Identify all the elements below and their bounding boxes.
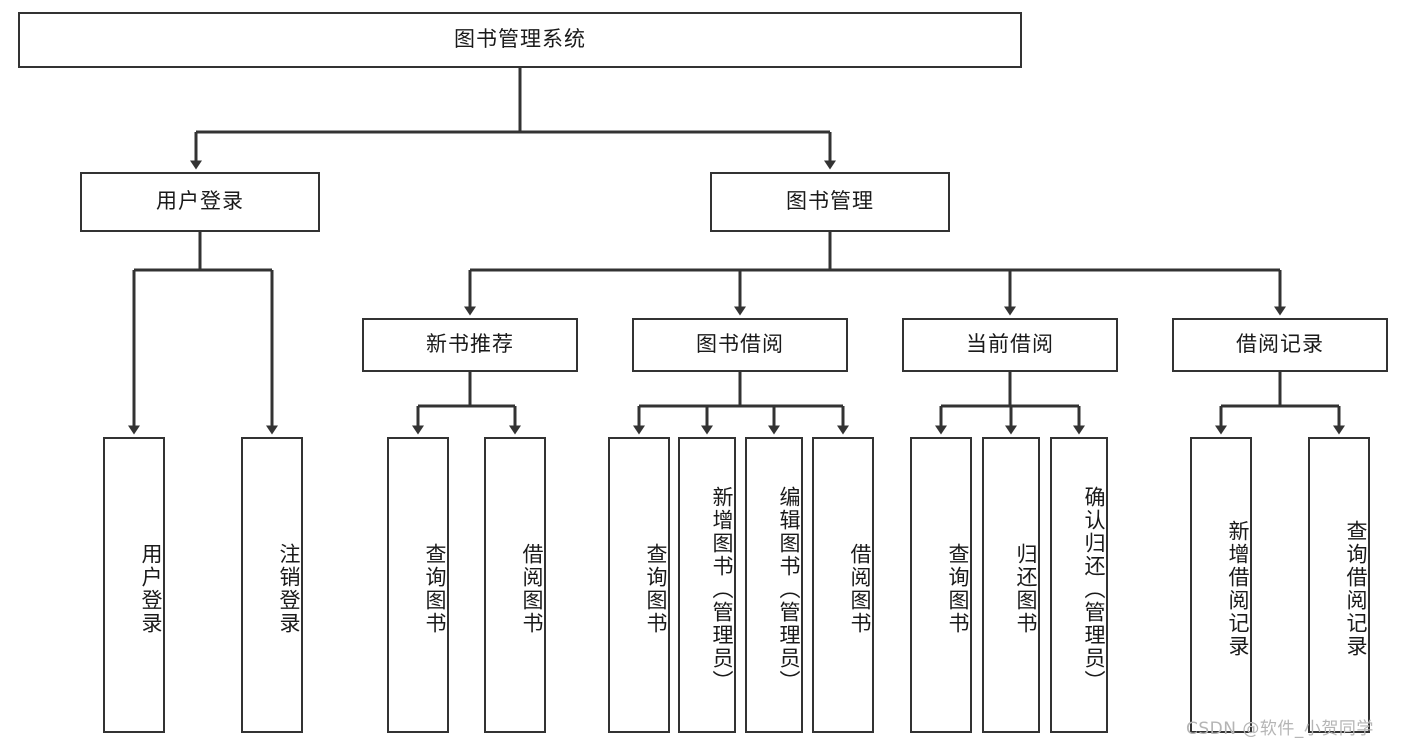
node-book-borrow[interactable]: 图书借阅 bbox=[632, 318, 848, 372]
leaf-node[interactable]: 借阅图书 bbox=[812, 437, 874, 733]
leaf-node[interactable]: 归还图书 bbox=[982, 437, 1040, 733]
leaf-node[interactable]: 新增图书（管理员） bbox=[678, 437, 736, 733]
leaf-node[interactable]: 查询图书 bbox=[387, 437, 449, 733]
node-root-system[interactable]: 图书管理系统 bbox=[18, 12, 1022, 68]
leaf-node[interactable]: 查询图书 bbox=[910, 437, 972, 733]
leaf-node[interactable]: 借阅图书 bbox=[484, 437, 546, 733]
csdn-watermark: CSDN @软件_小贺同学 bbox=[1186, 719, 1374, 739]
leaf-node[interactable]: 用户登录 bbox=[103, 437, 165, 733]
leaf-node[interactable]: 查询借阅记录 bbox=[1308, 437, 1370, 733]
leaf-node[interactable]: 查询图书 bbox=[608, 437, 670, 733]
node-current-borrow[interactable]: 当前借阅 bbox=[902, 318, 1118, 372]
node-book-management[interactable]: 图书管理 bbox=[710, 172, 950, 232]
leaf-node[interactable]: 编辑图书（管理员） bbox=[745, 437, 803, 733]
leaf-node[interactable]: 新增借阅记录 bbox=[1190, 437, 1252, 733]
node-new-book-recommend[interactable]: 新书推荐 bbox=[362, 318, 578, 372]
node-borrow-records[interactable]: 借阅记录 bbox=[1172, 318, 1388, 372]
leaf-node[interactable]: 注销登录 bbox=[241, 437, 303, 733]
leaf-node[interactable]: 确认归还（管理员） bbox=[1050, 437, 1108, 733]
node-user-login[interactable]: 用户登录 bbox=[80, 172, 320, 232]
